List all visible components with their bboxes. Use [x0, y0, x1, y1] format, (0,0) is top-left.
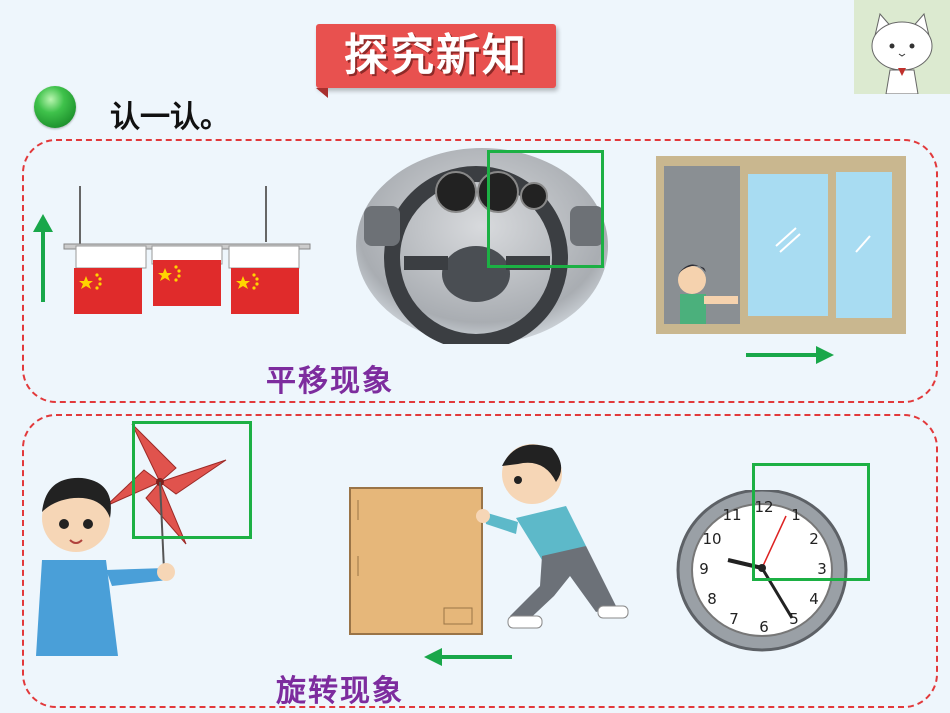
- clock-number-1: 1: [791, 506, 801, 524]
- clock-highlight-box: [752, 463, 870, 581]
- flags-illustration: [63, 186, 311, 314]
- up-arrow-icon: [33, 214, 53, 302]
- clock-number-7: 7: [729, 610, 739, 628]
- title-banner: 探究新知: [316, 24, 556, 98]
- clock-number-2: 2: [809, 530, 819, 548]
- clock-number-3: 3: [817, 560, 827, 578]
- translation-section: [22, 139, 938, 403]
- right-arrow-icon: [746, 346, 834, 364]
- wheel-highlight-box: [487, 150, 604, 268]
- clock-number-5: 5: [789, 610, 799, 628]
- left-arrow-icon: [424, 648, 512, 666]
- clock-number-11: 11: [722, 506, 741, 524]
- rotation-label: 旋转现象: [276, 674, 404, 709]
- title-banner-fold: [316, 88, 328, 98]
- cat-card-image: [854, 0, 950, 94]
- clock-illustration: 12 1 2 3 4 5 6 7 8 9 10 11: [676, 490, 848, 652]
- green-bullet-icon: [34, 86, 76, 128]
- pinwheel-boy-illustration: [36, 423, 227, 656]
- translation-label: 平移现象: [266, 364, 394, 399]
- clock-number-12: 12: [754, 498, 773, 516]
- subtitle: 认一认。: [110, 100, 230, 135]
- pushing-box-illustration: [349, 444, 629, 635]
- pinwheel-highlight-box: [132, 421, 252, 539]
- clock-number-8: 8: [707, 590, 717, 608]
- clock-number-9: 9: [699, 560, 709, 578]
- clock-number-6: 6: [759, 618, 769, 636]
- sliding-window-illustration: [656, 156, 906, 334]
- clock-number-10: 10: [702, 530, 721, 548]
- title-banner-plate: [316, 24, 556, 88]
- page-title: 探究新知: [344, 30, 528, 81]
- clock-number-4: 4: [809, 590, 819, 608]
- rotation-section: [22, 414, 938, 708]
